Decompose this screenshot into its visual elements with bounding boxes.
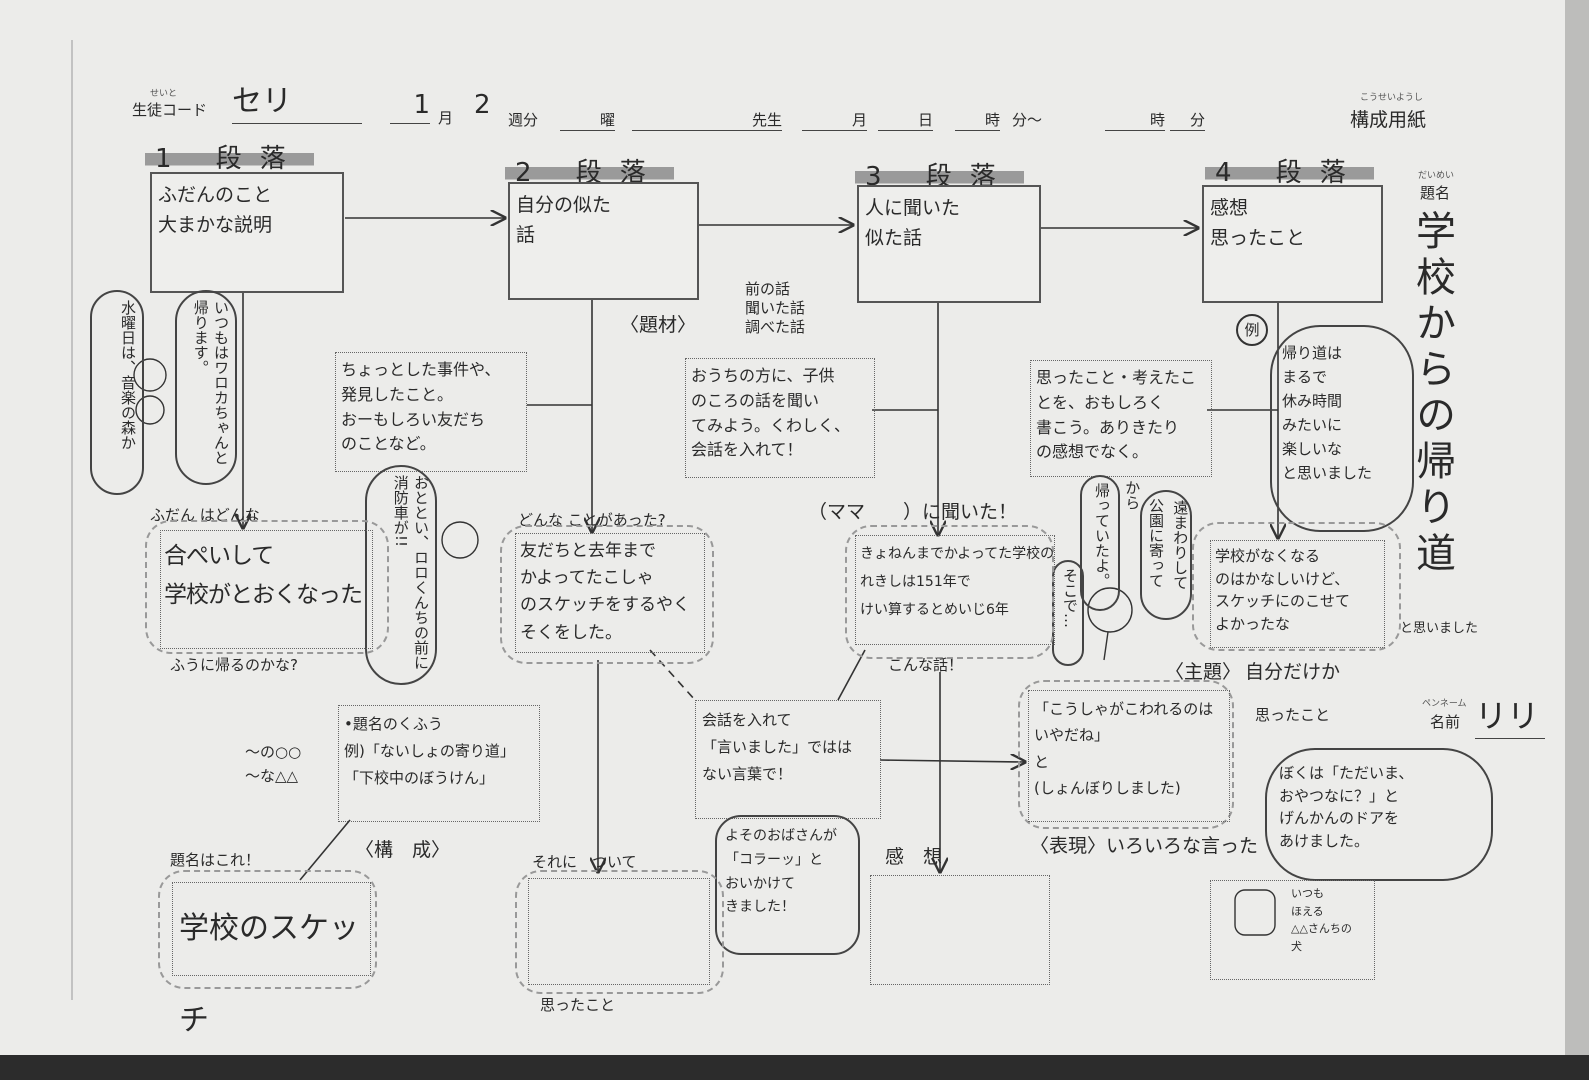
theme-value[interactable]: 自分だけか	[1245, 661, 1341, 683]
paragraph-2-follow-below: 思ったこと	[540, 996, 616, 1014]
paragraph-4-cloud	[1192, 522, 1401, 651]
bear-speech-2: から	[1123, 480, 1142, 510]
paragraph-1-header: 1 段落	[145, 138, 314, 175]
student-code-ruby: せいと	[150, 89, 178, 99]
scanner-edge	[1565, 0, 1589, 1055]
aunt-speech-cloud: よそのおばさんが 「コラーッ」と おいかけて きました！	[715, 815, 860, 955]
paragraph-4-header: 4 段落	[1205, 152, 1374, 189]
day-label: 曜	[560, 110, 615, 132]
form-ruby: こうせいようし	[1360, 93, 1423, 103]
paragraph-3-cloud	[845, 525, 1054, 659]
date-month: 月	[802, 110, 867, 132]
student-code-value[interactable]: セリ	[232, 82, 362, 124]
theme-label: 〈主題〉	[1165, 661, 1242, 683]
week-label: 週分	[508, 111, 539, 129]
pen-name-label: 名前	[1430, 713, 1461, 731]
paragraph-3-prompt: （ママ ）に聞いた！	[808, 501, 1018, 523]
paragraph-2-prompt: どんな ことがあった?	[518, 511, 666, 529]
bear-speech-5: そこで…	[1052, 560, 1084, 666]
title-label: 題名	[1420, 184, 1451, 202]
paragraph-3-box: 人に聞いた 似た話	[857, 185, 1041, 303]
title-ruby: だいめい	[1418, 171, 1455, 181]
week-value[interactable]: 2	[474, 90, 491, 120]
pen-name-value[interactable]: リリ	[1475, 695, 1545, 740]
time-minute-end: 分	[1170, 110, 1205, 132]
paragraph-2-answer[interactable]: 友だちと去年まで かよってたこしゃ のスケッチをするやく そくをした。	[515, 533, 705, 653]
frog-speech-bubble-1: 水曜日は、音楽の森か	[90, 290, 144, 495]
material-items: 前の話 聞いた話 調べた話	[745, 280, 806, 336]
expression-box[interactable]: 「こうしゃがこわれるのは いやだね」 と (しょんぼりしました)	[1028, 690, 1230, 822]
student-code-label: 生徒コード	[132, 101, 208, 119]
paragraph-3-answer[interactable]: きょねんまでかよってた学校の れきしは151年で けい算するとめいじ6年	[855, 535, 1055, 645]
thought-label: 思ったこと	[1255, 706, 1331, 724]
example-thought-cloud: 帰り道は まるで 休み時間 みたいに 楽しいな と思いました	[1270, 325, 1414, 532]
paragraph-2-cloud	[500, 525, 714, 664]
paragraph-1-box: ふだんのこと 大まかな説明	[150, 172, 344, 293]
paragraph-2-box: 自分の似た 話	[508, 182, 699, 300]
form-title: 構成用紙	[1350, 109, 1427, 131]
expression-cloud	[1018, 680, 1234, 829]
bear-speech-3: 公園に寄って	[1140, 490, 1192, 620]
date-day: 日	[878, 110, 933, 132]
dog-box: いつも ほえる △△さんちの 犬	[1210, 880, 1375, 980]
hint-box-paragraph-4: 思ったこと・考えたこ とを、おもしろく 書こう。ありきたり の感想でなく。	[1030, 360, 1212, 477]
frog-speech-bubble-2: いつもはワロカちゃんと帰ります。	[175, 290, 237, 485]
title-patterns: 〜の○○ 〜な△△	[245, 743, 302, 785]
paragraph-2-follow-box[interactable]	[528, 878, 710, 985]
home-speech-cloud: ぼくは「ただいま、 おやつなに？」と げんかんのドアを あけました。	[1265, 748, 1493, 881]
paragraph-1-cloud	[145, 520, 389, 654]
time-hour-end: 時	[1105, 110, 1165, 132]
paragraph-1-answer[interactable]: 合ぺいして 学校がとおくなった	[160, 530, 373, 649]
teacher-label: 先生	[632, 110, 782, 132]
dialog-hint-box: 会話を入れて 「言いました」ではは ない言葉で！	[695, 700, 881, 819]
title-tips-box: •題名のくふう 例)「ないしょの寄り道」 「下校中のぼうけん」	[338, 705, 540, 822]
title-here-label: 題名はこれ！	[170, 851, 261, 869]
paragraph-3-prompt-below: こんな話！	[888, 656, 964, 674]
month-label: 月	[438, 109, 454, 127]
material-label: 〈題材〉	[620, 314, 697, 336]
frog-speech-bubble-3: おととい、ロロくんちの前に消防車が!!	[365, 465, 437, 685]
structure-label: 〈構 成〉	[355, 839, 451, 861]
example-mark: 例	[1236, 314, 1268, 346]
scanner-bottom-shadow	[0, 1055, 1589, 1080]
paragraph-1-prompt-below: ふうに帰るのかな?	[170, 656, 298, 674]
bear-speech-4: 遠まわりして	[1171, 500, 1190, 590]
paragraph-2-follow-cloud	[515, 870, 724, 994]
time-hour: 時	[955, 110, 1000, 132]
chosen-title[interactable]: 学校のスケッチ	[172, 882, 371, 1038]
bear-speech-1: 帰っていたよ。	[1080, 475, 1120, 611]
hint-box-paragraph-3: おうちの方に、子供 のころの話を聞い てみよう。くわしく、 会話を入れて！	[685, 358, 875, 478]
title-cloud	[158, 870, 377, 989]
paragraph-3-feeling-label: 感 想	[885, 846, 943, 868]
expression-label: 〈表現〉いろいろな言った	[1030, 835, 1259, 857]
pen-name-ruby: ペンネーム	[1422, 699, 1467, 709]
paragraph-4-answer[interactable]: 学校がなくなる のはかなしいけど、 スケッチにのこせて よかったな	[1210, 540, 1385, 648]
title-value[interactable]: 学校からの帰り道	[1409, 210, 1455, 578]
month-value[interactable]: 1	[390, 88, 430, 125]
paragraph-4-box: 感想 思ったこと	[1202, 185, 1383, 303]
paragraph-4-suffix: と思いました	[1400, 621, 1479, 636]
hint-box-paragraph-2: ちょっとした事件や、 発見したこと。 おーもしろい友だち のことなど。	[335, 352, 527, 472]
paragraph-3-feeling-box[interactable]	[870, 875, 1050, 985]
paragraph-1-prompt-above: ふだん はどんな	[150, 506, 260, 524]
paragraph-2-follow-label: それに ついて	[532, 853, 637, 871]
time-minute: 分〜	[1012, 111, 1043, 129]
